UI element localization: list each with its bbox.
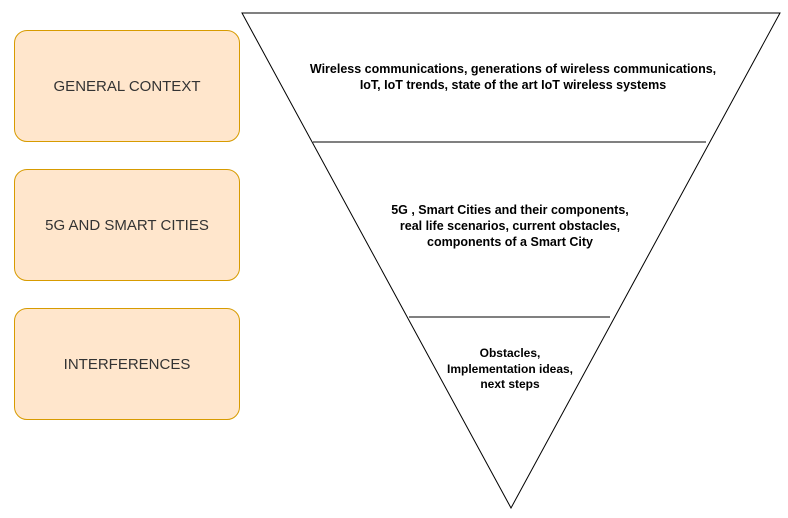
tier-line: IoT, IoT trends, state of the art IoT wi… bbox=[359, 78, 667, 92]
label-general-context: GENERAL CONTEXT bbox=[53, 77, 201, 95]
label-box-5g-smart-cities: 5G AND SMART CITIES bbox=[14, 169, 240, 281]
tier-line: Implementation ideas, bbox=[446, 361, 574, 376]
tier-interferences-text: Obstacles, Implementation ideas, next st… bbox=[420, 346, 600, 393]
tier-line: components of a Smart City bbox=[427, 235, 593, 249]
tier-general-context-text: Wireless communications, generations of … bbox=[270, 61, 756, 93]
tier-line: next steps bbox=[480, 377, 540, 391]
label-interferences: INTERFERENCES bbox=[63, 355, 191, 373]
funnel-triangle bbox=[241, 12, 781, 510]
tier-line: real life scenarios, current obstacles, bbox=[399, 219, 621, 233]
tier-line: 5G , Smart Cities and their components, bbox=[391, 203, 629, 217]
tier-line: Obstacles, bbox=[479, 346, 541, 360]
label-box-interferences: INTERFERENCES bbox=[14, 308, 240, 420]
label-box-general-context: GENERAL CONTEXT bbox=[14, 30, 240, 142]
label-5g-smart-cities: 5G AND SMART CITIES bbox=[45, 216, 209, 234]
tier-line: Wireless communications, generations of … bbox=[309, 62, 717, 76]
tier-5g-smart-cities-text: 5G , Smart Cities and their components, … bbox=[330, 202, 690, 250]
